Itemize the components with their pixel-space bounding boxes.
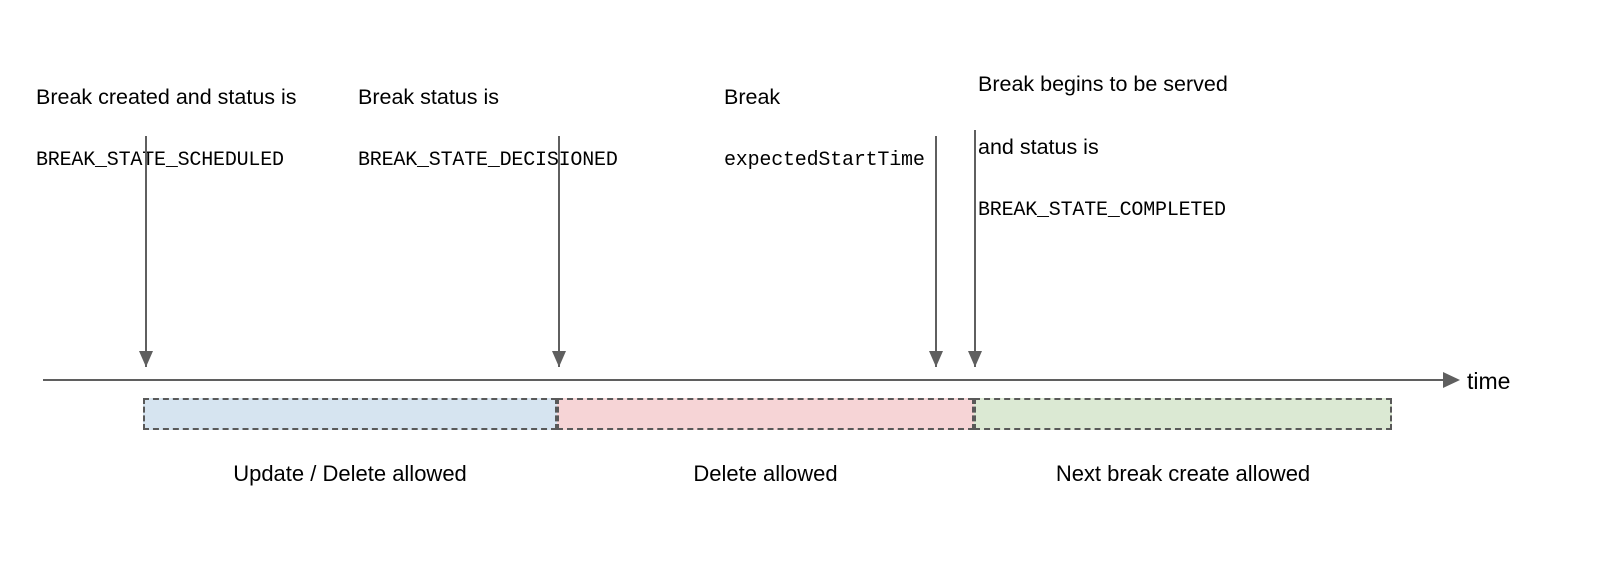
time-axis-line	[43, 379, 1447, 381]
callout-decisioned-line-2: BREAK_STATE_DECISIONED	[358, 149, 618, 172]
marker-arrow-scheduled	[139, 136, 153, 367]
callout-decisioned: Break status is BREAK_STATE_DECISIONED	[358, 48, 618, 210]
callout-expected-start-time-line-1: Break	[724, 85, 781, 109]
callout-scheduled-line-1: Break created and status is	[36, 85, 297, 109]
callout-completed-line-2: and status is	[978, 135, 1099, 159]
time-axis-label: time	[1467, 368, 1511, 394]
time-axis-arrow-icon	[1443, 372, 1460, 388]
marker-arrow-decisioned-shaft	[558, 136, 560, 367]
marker-arrow-completed-shaft	[974, 130, 976, 367]
callout-decisioned-line-1: Break status is	[358, 85, 499, 109]
marker-arrow-expected-start-time	[929, 136, 943, 367]
callout-expected-start-time: Break expectedStartTime	[724, 48, 925, 210]
marker-arrow-scheduled-head	[139, 351, 153, 367]
callout-completed: Break begins to be served and status is …	[978, 35, 1228, 260]
callout-completed-line-3: BREAK_STATE_COMPLETED	[978, 199, 1226, 222]
phase-caption-update-delete: Update / Delete allowed	[233, 461, 467, 486]
phase-caption-next-break: Next break create allowed	[1055, 461, 1311, 486]
marker-arrow-decisioned-head	[552, 351, 566, 367]
callout-scheduled: Break created and status is BREAK_STATE_…	[36, 48, 297, 210]
marker-arrow-scheduled-shaft	[145, 136, 147, 367]
callout-scheduled-line-2: BREAK_STATE_SCHEDULED	[36, 149, 284, 172]
phase-bar-update-delete	[143, 398, 557, 430]
callout-completed-line-1: Break begins to be served	[978, 72, 1228, 96]
marker-arrow-expected-start-time-shaft	[935, 136, 937, 367]
callout-expected-start-time-line-2: expectedStartTime	[724, 149, 925, 172]
marker-arrow-decisioned	[552, 136, 566, 367]
marker-arrow-completed	[968, 130, 982, 367]
marker-arrow-completed-head	[968, 351, 982, 367]
phase-caption-delete-only: Delete allowed	[693, 461, 838, 486]
phase-bar-next-break	[974, 398, 1392, 430]
marker-arrow-expected-start-time-head	[929, 351, 943, 367]
phase-bar-delete-only	[557, 398, 974, 430]
